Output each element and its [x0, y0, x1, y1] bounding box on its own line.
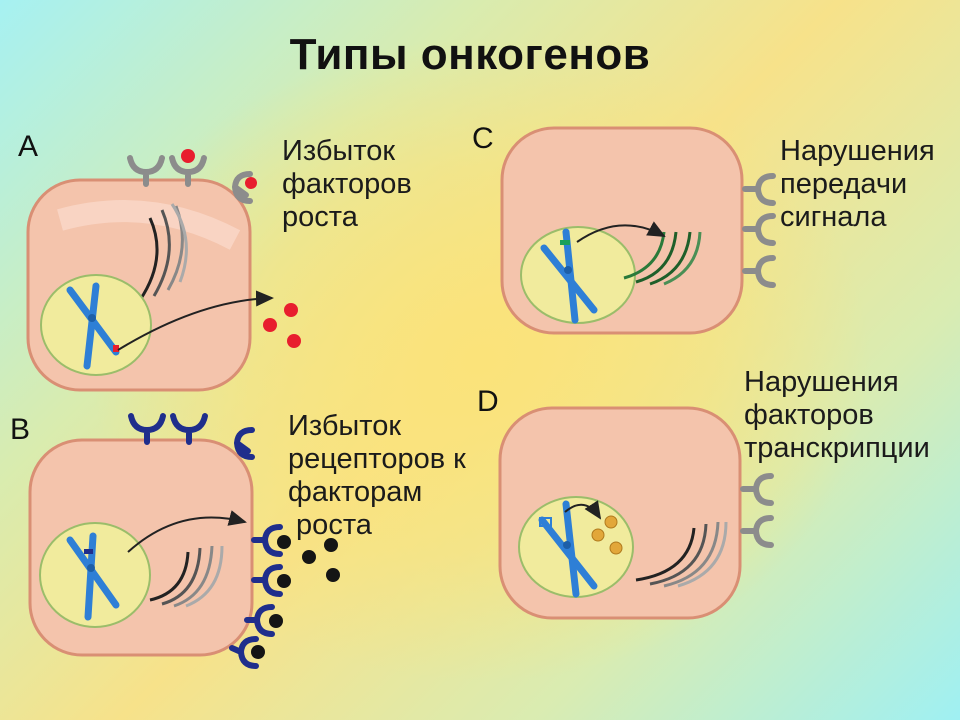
panel-d-nucleus — [518, 496, 634, 598]
chromosome-icon — [538, 500, 598, 598]
panel-c-signal-arrow — [576, 221, 666, 243]
panel-b-signal-arrow — [127, 510, 247, 553]
growth-factor-icon — [245, 177, 257, 189]
caption-line: транскрипции — [744, 432, 930, 464]
panel-a-receptors — [127, 155, 253, 204]
receptor-icon — [251, 564, 283, 597]
growth-factor-icon — [277, 535, 291, 549]
panel-d-signal-arcs — [635, 521, 728, 588]
caption-line: Нарушения — [744, 366, 899, 398]
panel-b-caption: Избыток рецепторов к факторам роста — [288, 410, 466, 542]
caption-line: Избыток — [282, 135, 396, 167]
growth-factor-icon — [302, 550, 316, 564]
panel-b-receptors — [128, 413, 283, 669]
chromosome-icon — [540, 228, 598, 324]
panel-a-growth-factors — [181, 149, 301, 348]
receptor-icon — [231, 171, 253, 204]
caption-line: Нарушения — [780, 135, 935, 167]
caption-line: Избыток — [288, 410, 402, 442]
panel-d-signal-arrow — [564, 500, 602, 520]
panel-b-nucleus — [39, 522, 151, 628]
panel-b-growth-factors — [251, 535, 340, 659]
receptor-icon — [742, 173, 776, 206]
receptor-icon — [740, 473, 774, 506]
receptor-icon — [128, 413, 166, 445]
panel-a-caption: Избыток факторов роста — [282, 135, 412, 234]
panel-a-letter: A — [18, 130, 39, 163]
caption-line: факторов — [282, 168, 412, 200]
receptor-icon — [244, 604, 275, 637]
receptor-icon — [233, 427, 255, 460]
receptor-icon — [740, 515, 774, 548]
growth-factor-icon — [326, 568, 340, 582]
caption-line: роста — [282, 201, 358, 233]
caption-line: роста — [288, 509, 372, 541]
caption-line: передачи — [780, 168, 908, 200]
panel-a-signal-arcs — [138, 203, 188, 301]
panel-d-letter: D — [477, 385, 499, 418]
panel-a-secretion-arrow — [117, 290, 274, 351]
panel-c-receptors — [742, 173, 776, 288]
panel-c-signal-arcs — [623, 231, 702, 286]
panel-a-nucleus — [40, 274, 152, 376]
caption-line: рецепторов к — [288, 443, 466, 475]
transcription-factor-icon — [591, 515, 623, 555]
panel-d-caption: Нарушения факторов транскрипции — [744, 366, 930, 465]
growth-factor-icon — [284, 303, 298, 317]
receptor-icon — [742, 255, 776, 288]
growth-factor-icon — [263, 318, 277, 332]
panel-c-caption: Нарушения передачи сигнала — [780, 135, 935, 234]
receptor-icon — [251, 524, 283, 557]
receptor-icon — [127, 155, 165, 187]
caption-line: сигнала — [780, 201, 887, 233]
growth-factor-icon — [277, 574, 291, 588]
caption-line: факторов — [744, 399, 874, 431]
panel-b-signal-arcs — [149, 545, 224, 608]
growth-factor-icon — [251, 645, 265, 659]
slide-title: Типы онкогенов — [289, 30, 651, 79]
receptor-icon — [170, 413, 208, 445]
caption-line: факторам — [288, 476, 423, 508]
panel-b-letter: B — [10, 413, 31, 446]
panel-d-receptors — [740, 473, 774, 548]
receptor-icon — [742, 213, 776, 246]
panel-c-nucleus — [520, 226, 636, 324]
panel-c-letter: C — [472, 122, 494, 155]
receptor-icon — [169, 155, 207, 187]
growth-factor-icon — [324, 538, 338, 552]
growth-factor-icon — [287, 334, 301, 348]
growth-factor-icon — [269, 614, 283, 628]
growth-factor-icon — [181, 149, 195, 163]
receptor-icon — [229, 636, 259, 669]
